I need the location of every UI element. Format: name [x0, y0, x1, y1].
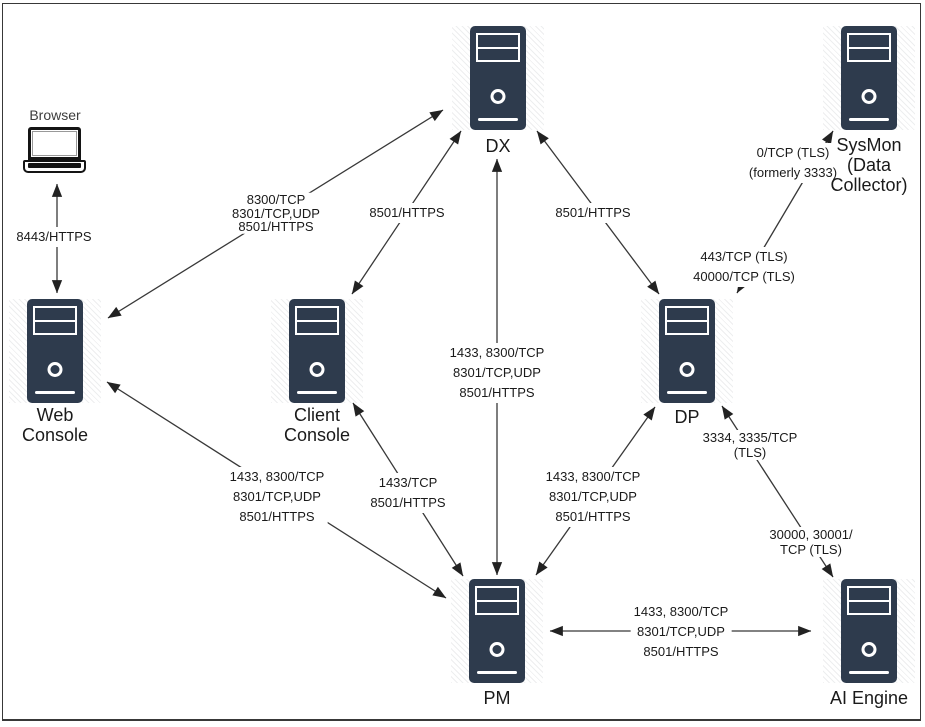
drive-slot	[297, 391, 337, 394]
vent-divider	[849, 599, 889, 602]
power-button-icon	[861, 89, 877, 104]
server-tower-icon	[841, 26, 897, 130]
laptop-keyboard	[28, 163, 81, 168]
edge-label-dx-dp: 8501/HTTPS	[552, 203, 634, 223]
edge-label-web-console-pm: 1433, 8300/TCP 8301/TCP,UDP 8501/HTTPS	[226, 467, 328, 527]
node-label-web-console: Web Console	[21, 405, 89, 445]
drive-slot	[477, 671, 517, 674]
server-tower-icon	[289, 299, 345, 403]
laptop-screen-inner	[32, 131, 77, 156]
edge-label-pm-ai-engine: 1433, 8300/TCP 8301/TCP,UDP 8501/HTTPS	[630, 602, 732, 662]
drive-slot	[35, 391, 75, 394]
edge-label-dx-pm: 1433, 8300/TCP 8301/TCP,UDP 8501/HTTPS	[446, 343, 548, 403]
server-tower-icon	[469, 579, 525, 683]
server-vent	[33, 306, 77, 335]
power-button-icon	[489, 642, 505, 657]
laptop-screen	[28, 127, 81, 160]
edge-label-dp-ai-engine-upper: 3334, 3335/TCP (TLS)	[699, 430, 801, 460]
vent-divider	[849, 46, 889, 49]
power-button-icon	[679, 362, 695, 377]
node-label-client-console: Client Console	[283, 405, 351, 445]
edge-label-browser-web-console: 8443/HTTPS	[13, 227, 95, 247]
node-label-sysmon: SysMon (Data Collector)	[830, 135, 908, 195]
power-button-icon	[490, 89, 506, 104]
node-label-dx: DX	[485, 136, 511, 156]
node-label-browser: Browser	[29, 107, 81, 123]
server-vent	[475, 586, 519, 615]
drive-slot	[849, 671, 889, 674]
server-vent	[847, 33, 891, 62]
node-dx	[452, 26, 544, 130]
server-vent	[847, 586, 891, 615]
drive-slot	[478, 118, 518, 121]
vent-divider	[477, 599, 517, 602]
node-pm	[451, 579, 543, 683]
power-button-icon	[861, 642, 877, 657]
node-client-console	[271, 299, 363, 403]
laptop-base	[23, 160, 86, 173]
node-label-pm: PM	[483, 688, 511, 708]
node-label-ai-engine: AI Engine	[829, 688, 909, 708]
node-label-dp: DP	[674, 407, 700, 427]
drive-slot	[849, 118, 889, 121]
server-tower-icon	[27, 299, 83, 403]
edge-label-dp-ai-engine-lower: 30000, 30001/ TCP (TLS)	[766, 527, 856, 557]
node-web-console	[9, 299, 101, 403]
node-ai-engine	[823, 579, 915, 683]
laptop-icon	[23, 127, 86, 173]
edge-label-sysmon-dp-lower: 443/TCP (TLS) 40000/TCP (TLS)	[690, 247, 798, 287]
edge-label-web-console-dx: 8300/TCP 8301/TCP,UDP 8501/HTTPS	[229, 193, 323, 234]
server-vent	[665, 306, 709, 335]
server-vent	[476, 33, 520, 62]
edge-label-client-console-dx: 8501/HTTPS	[366, 203, 448, 223]
server-tower-icon	[470, 26, 526, 130]
node-dp	[641, 299, 733, 403]
vent-divider	[297, 319, 337, 322]
server-vent	[295, 306, 339, 335]
server-tower-icon	[841, 579, 897, 683]
vent-divider	[667, 319, 707, 322]
edge-label-client-console-pm: 1433/TCP 8501/HTTPS	[367, 473, 449, 513]
vent-divider	[478, 46, 518, 49]
power-button-icon	[309, 362, 325, 377]
drive-slot	[667, 391, 707, 394]
node-sysmon	[823, 26, 915, 130]
edge-label-dp-pm: 1433, 8300/TCP 8301/TCP,UDP 8501/HTTPS	[542, 467, 644, 527]
server-tower-icon	[659, 299, 715, 403]
vent-divider	[35, 319, 75, 322]
power-button-icon	[47, 362, 63, 377]
edge-label-sysmon-dp-upper: 0/TCP (TLS) (formerly 3333)	[745, 143, 841, 183]
